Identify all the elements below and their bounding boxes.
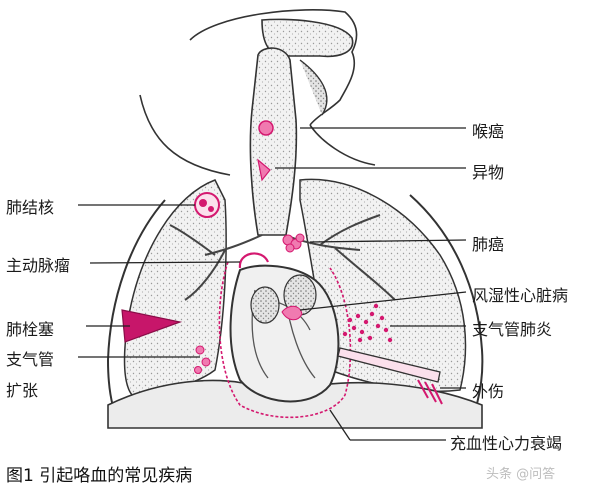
aneurysm-lesion — [238, 252, 270, 269]
larynx-lesion — [258, 120, 274, 136]
label-bronchiectasis-line1: 支气管 — [6, 350, 55, 369]
label-laryngeal-cancer: 喉癌 — [472, 122, 505, 141]
label-lung-cancer: 肺癌 — [472, 235, 505, 254]
lung-cancer-lesion — [282, 233, 305, 253]
tb-lesion — [194, 192, 220, 218]
label-rheumatic-heart-disease: 风湿性心脏病 — [472, 286, 569, 305]
heart — [229, 264, 340, 403]
bronchiectasis-lesion — [194, 345, 211, 374]
bronchopneumonia-lesion — [342, 303, 393, 343]
head-profile — [139, 9, 376, 176]
label-pulmonary-embolism: 肺栓塞 — [6, 320, 55, 339]
label-aortic-aneurysm: 主动脉瘤 — [6, 256, 71, 275]
label-bronchiectasis-line2: 扩张 — [6, 381, 39, 400]
label-congestive-heart-failure: 充血性心力衰竭 — [450, 434, 563, 453]
label-tuberculosis: 肺结核 — [6, 198, 55, 217]
watermark: 头条 @问答 — [486, 467, 556, 482]
leader-lines — [78, 127, 467, 441]
figure-caption: 图1 引起咯血的常见疾病 — [6, 466, 193, 486]
label-foreign-body: 异物 — [472, 163, 505, 182]
label-bronchopneumonia: 支气管肺炎 — [472, 320, 553, 339]
trachea — [249, 47, 328, 236]
label-trauma: 外伤 — [472, 382, 505, 401]
foreign-body-lesion — [257, 158, 271, 182]
rheumatic-lesion — [281, 305, 303, 321]
trauma-lesion — [337, 347, 443, 405]
lesions — [121, 120, 443, 405]
